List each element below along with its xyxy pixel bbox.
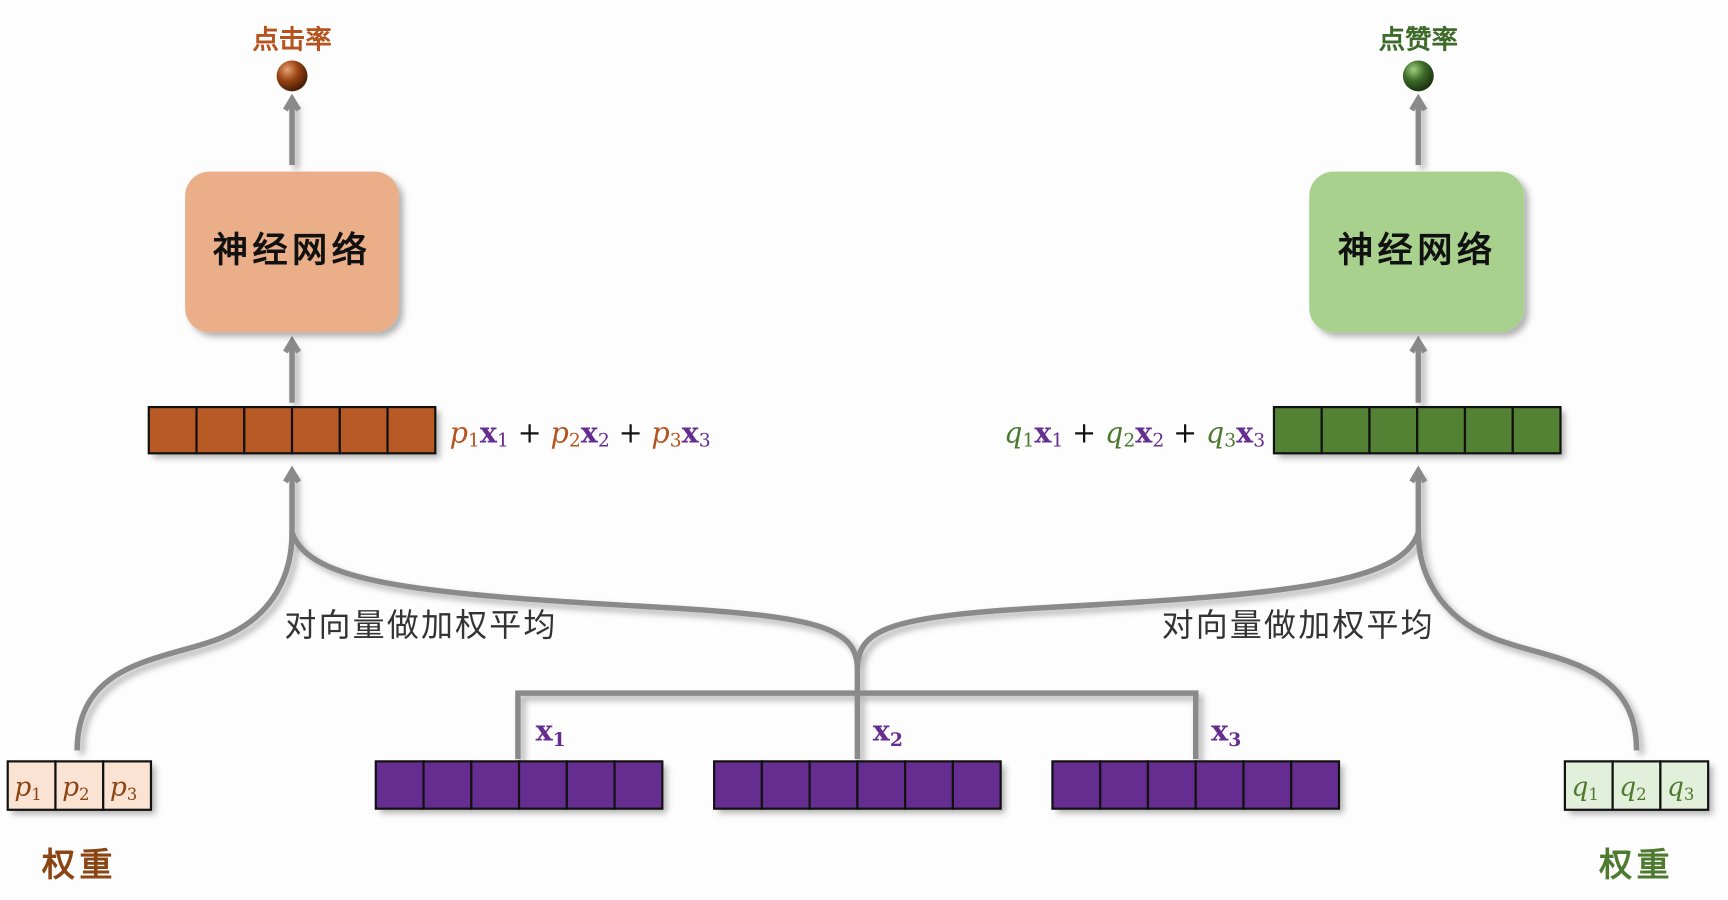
left-vector-cell (290, 405, 341, 455)
left-vector-cell (147, 405, 198, 455)
curve-right-weights (1415, 532, 1640, 751)
input-vector-1-cell (422, 760, 473, 810)
right-weight-1: q1 (1572, 771, 1599, 803)
left-vector-cell (195, 405, 246, 455)
curve-right-inputs (854, 531, 1421, 669)
left-network-label: 神经网络 (213, 230, 372, 271)
left-weight-cell (54, 760, 105, 811)
left-weight-2: p2 (62, 771, 89, 803)
input-vector-2-cell (808, 760, 859, 810)
input-vector-1-cell (565, 760, 616, 810)
connectors (74, 101, 1640, 760)
input-vector-3-cell (1242, 760, 1293, 810)
input-vector-2-cell (904, 760, 954, 810)
left-weight-cell (102, 760, 153, 811)
left-vector-cell (243, 405, 294, 455)
right-network-box (1309, 171, 1525, 333)
right-vector-cell (1272, 405, 1323, 455)
right-network-label: 神经网络 (1338, 230, 1497, 271)
right-weights-box: q1 q2 q3 (1563, 760, 1710, 811)
right-weight-3: q3 (1667, 771, 1694, 803)
input-vector-1-cell (374, 760, 425, 810)
right-weighted-vector (1272, 405, 1562, 455)
input-label-2: x2 (873, 713, 903, 750)
left-vector-cell (338, 405, 389, 455)
right-weight-2: q2 (1619, 771, 1646, 803)
right-formula: q1x1+q2x2+q3x3 (1004, 415, 1265, 451)
left-weights-box: p1 p2 p3 (6, 760, 153, 811)
input-vector-2-cell (713, 760, 763, 810)
left-weighted-avg-label: 对向量做加权平均 (284, 606, 557, 644)
input-vector-3-cell (1146, 760, 1197, 810)
input-label-1: x1 (536, 713, 566, 750)
input-vector-3-cell (1099, 760, 1150, 810)
like-rate-node (1402, 60, 1434, 92)
input-vector-1-cell (470, 760, 521, 810)
curve-left-weights (74, 532, 295, 751)
right-vector-cell (1463, 405, 1514, 455)
right-vector-cell (1416, 405, 1467, 455)
right-weighted-avg-label: 对向量做加权平均 (1162, 606, 1435, 644)
right-vector-cell (1368, 405, 1419, 455)
left-weight-1: p1 (14, 771, 41, 803)
input-vector-1-cell (613, 760, 664, 810)
click-rate-label: 点击率 (252, 24, 331, 55)
input-vectors (374, 760, 1341, 810)
right-weights-label: 权重 (1598, 845, 1674, 884)
curve-left-inputs (289, 531, 861, 670)
input-vector-1-cell (517, 760, 568, 810)
input-vector-3-cell (1290, 760, 1341, 810)
left-weights-label: 权重 (41, 845, 117, 884)
left-vector-cell (386, 405, 437, 455)
right-vector-cell (1511, 405, 1562, 455)
click-rate-node (276, 60, 308, 92)
left-weight-3: p3 (110, 771, 137, 803)
left-weighted-vector (147, 405, 437, 455)
input-vector-3-cell (1194, 760, 1245, 810)
input-vector-2-cell (951, 760, 1002, 810)
input-label-3: x3 (1211, 713, 1241, 750)
input-vector-2-cell (856, 760, 907, 810)
input-vector-2-cell (760, 760, 811, 810)
input-bracket (515, 666, 1199, 760)
right-vector-cell (1320, 405, 1371, 455)
left-formula: p1x1+p2x2+p3x3 (450, 415, 711, 451)
right-weight-cell (1563, 760, 1614, 811)
right-weight-cell (1659, 760, 1710, 811)
like-rate-label: 点赞率 (1379, 24, 1458, 55)
left-network-box (185, 171, 399, 333)
input-vector-3-cell (1051, 760, 1102, 810)
